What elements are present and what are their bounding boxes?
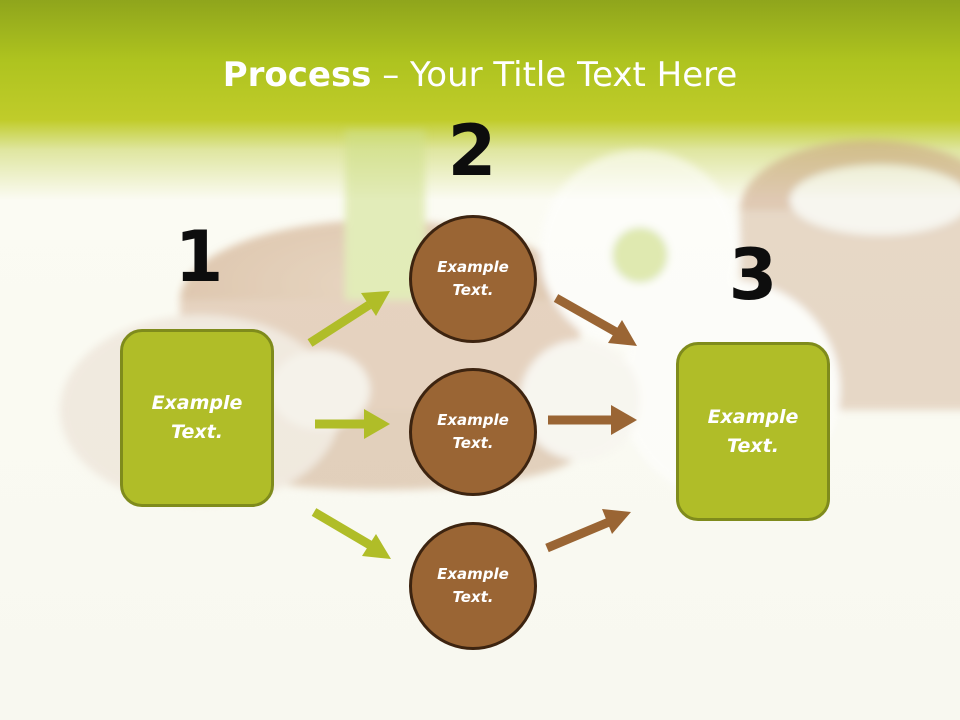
circle-1-text: Example Text. — [437, 258, 509, 299]
step-number-1: 1 — [174, 216, 224, 298]
right-step-text: Example Text. — [707, 405, 799, 457]
left-step-text: Example Text. — [151, 392, 243, 443]
left-step-box[interactable]: Example Text. — [120, 329, 274, 507]
circle-3-text: Example Text. — [437, 565, 509, 606]
title-rest: – Your Title Text Here — [371, 55, 738, 95]
middle-step-circle-1[interactable]: Example Text. — [409, 215, 537, 343]
step-number-2: 2 — [447, 110, 497, 192]
step-number-3: 3 — [728, 234, 778, 316]
slide-title: Process – Your Title Text Here — [0, 50, 960, 100]
right-step-box[interactable]: Example Text. — [676, 342, 830, 521]
title-bold: Process — [222, 55, 372, 95]
middle-step-circle-2[interactable]: Example Text. — [409, 368, 537, 496]
circle-2-text: Example Text. — [437, 411, 509, 452]
middle-step-circle-3[interactable]: Example Text. — [409, 522, 537, 650]
